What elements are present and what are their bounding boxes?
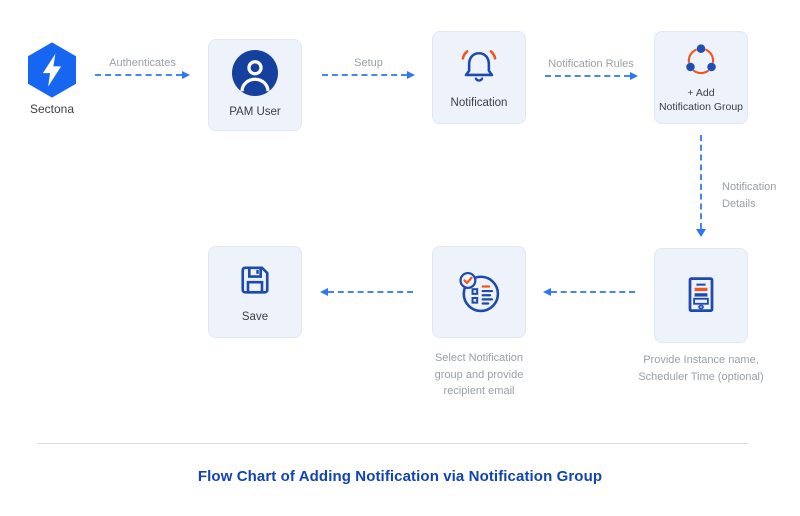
- arrowhead-left-icon: [320, 288, 328, 296]
- node-label: PAM User: [229, 106, 281, 119]
- floppy-disk-icon: [241, 266, 269, 294]
- arrowhead-down-icon: [696, 229, 706, 237]
- arrowhead-right-icon: [630, 72, 638, 80]
- node-label: Notification: [450, 96, 508, 109]
- authenticates-arrow-label: Authenticates: [109, 57, 176, 69]
- provide-to-select-arrow: [543, 288, 635, 296]
- select-group-caption: Select Notification group and provide re…: [434, 352, 524, 397]
- group-dots-icon: [686, 44, 716, 75]
- dashed-line: [700, 135, 702, 229]
- dashed-line: [551, 291, 635, 293]
- node-label-line2: Notification Group: [658, 101, 744, 113]
- arrowhead-right-icon: [182, 71, 190, 79]
- node-label-line1: + Add: [687, 87, 715, 100]
- lightning-hexagon-icon: [28, 42, 76, 98]
- node-pam-user: PAM User: [208, 39, 302, 131]
- notification-rules-arrow-label: Notification Rules: [548, 58, 634, 70]
- sectona-logo-icon: [28, 42, 76, 98]
- arrowhead-left-icon: [543, 288, 551, 296]
- user-circle-icon: [232, 50, 278, 97]
- setup-arrow: [322, 71, 415, 79]
- dashed-line: [95, 74, 182, 76]
- dashed-line: [322, 74, 407, 76]
- notification-rules-arrow: [545, 72, 638, 80]
- bell-ringing-icon: [461, 49, 497, 82]
- provide-instance-caption: Provide Instance name, Scheduler Time (o…: [638, 354, 764, 383]
- dashed-line: [328, 291, 413, 293]
- arrowhead-right-icon: [407, 71, 415, 79]
- checklist-circle-icon: [459, 271, 500, 313]
- setup-arrow-label: Setup: [354, 57, 383, 69]
- node-add-notification-group: + Add Notification Group: [654, 31, 748, 124]
- notification-details-arrow-label: Notification Details: [722, 181, 777, 211]
- node-provide-instance: [654, 248, 748, 343]
- node-notification: Notification: [432, 31, 526, 124]
- notification-details-arrow: [696, 135, 706, 237]
- node-save: Save: [208, 246, 302, 338]
- node-select-notification-group: [432, 246, 526, 338]
- page-title: Flow Chart of Adding Notification via No…: [197, 468, 603, 485]
- node-label: + Add Notification Group: [659, 87, 743, 114]
- dashed-line: [545, 75, 630, 77]
- divider: [37, 443, 748, 444]
- select-to-save-arrow: [320, 288, 413, 296]
- node-label: Save: [241, 311, 269, 324]
- authenticates-arrow: [95, 71, 190, 79]
- document-form-icon: [688, 276, 714, 312]
- sectona-label: Sectona: [29, 102, 75, 116]
